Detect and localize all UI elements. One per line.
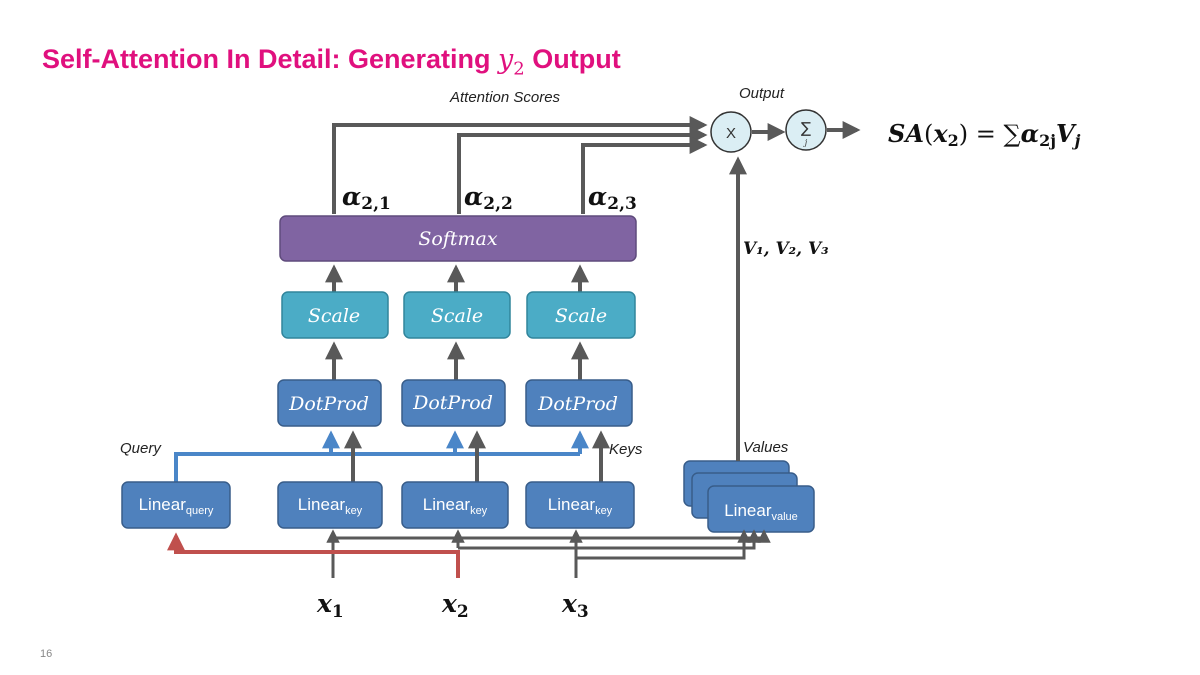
linear-value-label: Linearvalue — [724, 501, 798, 523]
query-lines — [174, 430, 589, 482]
scale-box-1 — [281, 291, 389, 339]
output-formula: SA(x2) = ∑α2jVj — [888, 119, 1081, 150]
dotprod-box-3 — [525, 379, 633, 427]
dotprod-boxes: DotProd DotProd DotProd — [277, 379, 633, 427]
scale-label-2: Scale — [431, 305, 483, 327]
dotprod-box-2 — [401, 379, 506, 427]
slide-number: 16 — [40, 648, 53, 660]
title-variable: y2 — [498, 44, 525, 79]
linear-query-label: Linearquery — [139, 495, 214, 517]
sum-symbol: ∑ — [801, 119, 811, 137]
alpha-label-3: α2,3 — [588, 182, 637, 214]
linear-key-box-3 — [525, 481, 635, 529]
scale-boxes: Scale Scale Scale — [281, 291, 636, 339]
scale-label-1: Scale — [308, 305, 360, 327]
linear-query-box — [121, 481, 231, 529]
input-lines — [326, 529, 771, 578]
values-vector-label: V₁, V₂, V₃ — [743, 239, 829, 259]
slide-title: Self-Attention In Detail: Generating y2 … — [42, 44, 621, 79]
x2-query-line — [167, 532, 460, 578]
linear-key-label-3: Linearkey — [548, 495, 613, 517]
multiply-symbol: X — [726, 125, 736, 142]
x1-to-value-line — [333, 529, 771, 543]
softmax-box — [279, 215, 637, 262]
title-prefix: Self-Attention In Detail: Generating — [42, 44, 499, 74]
scale-to-softmax-arrows — [325, 264, 589, 292]
key-arrows — [344, 430, 610, 482]
title-var-base: y — [498, 44, 514, 75]
scale-label-3: Scale — [555, 305, 607, 327]
attention-scores-label: Attention Scores — [449, 89, 561, 106]
output-label: Output — [739, 85, 785, 102]
title-var-sub: 2 — [513, 58, 525, 80]
linear-key-label-2: Linearkey — [423, 495, 488, 517]
dotprod-box-1 — [277, 379, 382, 427]
linear-key-box-1 — [277, 481, 383, 529]
input-x2: x2 — [441, 589, 469, 622]
values-label: Values — [743, 439, 789, 456]
sum-index: j — [803, 138, 808, 147]
score-line-2 — [457, 126, 708, 214]
score-line-3 — [581, 136, 708, 214]
dotprod-label-2: DotProd — [412, 392, 493, 414]
alpha-label-1: α2,1 — [342, 182, 391, 214]
alpha-label-2: α2,2 — [464, 182, 513, 214]
multiply-circle — [710, 111, 752, 153]
dotprod-to-scale-arrows — [325, 341, 589, 380]
linear-boxes: Linearquery Linearkey Linearkey Linearke… — [121, 460, 815, 533]
attention-score-lines — [332, 116, 708, 214]
x2-to-value-line — [458, 529, 761, 550]
scale-box-2 — [403, 291, 511, 339]
score-line-1 — [332, 116, 708, 214]
query-main-line — [174, 452, 580, 482]
keys-label: Keys — [609, 441, 643, 458]
input-x3: x3 — [561, 589, 589, 622]
softmax-label: Softmax — [418, 228, 497, 250]
linear-key-box-2 — [401, 481, 509, 529]
sum-circle — [785, 109, 827, 151]
title-suffix: Output — [524, 44, 621, 74]
dotprod-label-3: DotProd — [537, 393, 618, 415]
x3-to-value-line — [576, 529, 751, 560]
input-x1: x1 — [316, 589, 344, 622]
query-label: Query — [120, 440, 162, 457]
dotprod-label-1: DotProd — [288, 393, 369, 415]
scale-box-3 — [526, 291, 636, 339]
linear-key-label-1: Linearkey — [298, 495, 363, 517]
x2-red-path — [167, 532, 460, 578]
